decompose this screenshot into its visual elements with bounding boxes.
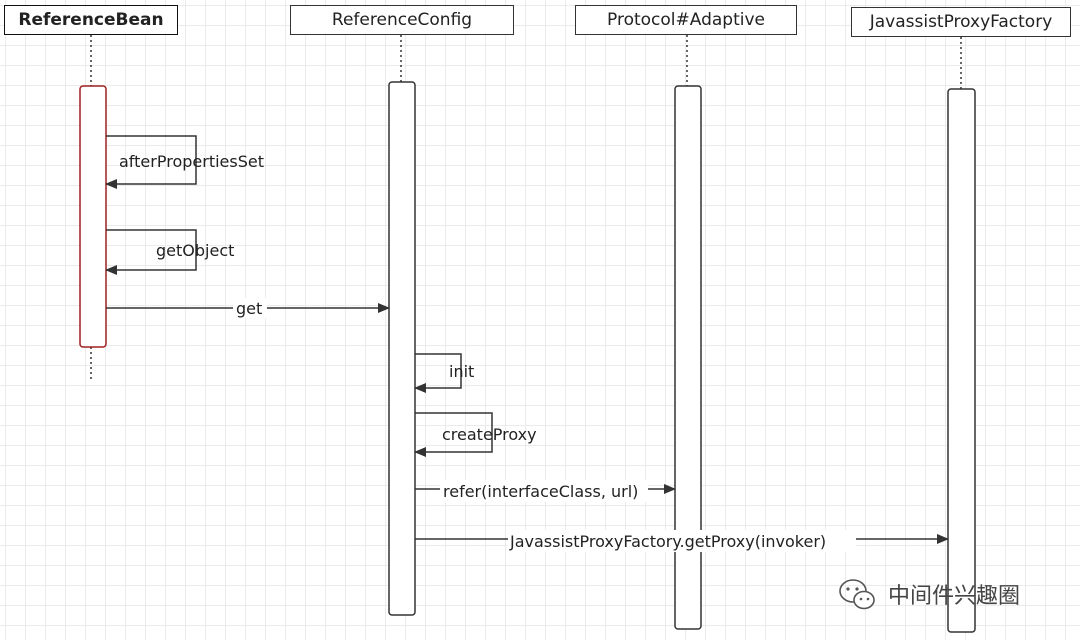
activation-bar-protocol-adaptive (674, 85, 702, 630)
participant-reference-bean: ReferenceBean (4, 5, 178, 35)
message-label-init: init (449, 362, 474, 381)
participant-protocol-adaptive: Protocol#Adaptive (575, 5, 797, 35)
message-label-bg-get (233, 298, 267, 318)
message-arrow-get-object (105, 229, 197, 275)
message-label-get-object: getObject (156, 241, 234, 260)
message-label-get: get (236, 299, 262, 318)
watermark-text: 中间件兴趣圈 (888, 584, 1020, 609)
message-arrow-create-proxy (414, 412, 493, 457)
message-label-create-proxy: createProxy (442, 425, 537, 444)
message-label-bg-refer (440, 480, 648, 502)
activation-bar-reference-bean (79, 85, 107, 348)
participant-javassist-proxy-factory: JavassistProxyFactory (851, 7, 1071, 37)
message-arrow-init (414, 353, 462, 393)
message-label-get-proxy: JavassistProxyFactory.getProxy(invoker) (509, 532, 826, 551)
message-label-after-properties-set: afterPropertiesSet (119, 152, 264, 171)
participant-reference-config: ReferenceConfig (290, 5, 514, 35)
activation-bar-reference-config (388, 81, 416, 616)
wechat-icon (839, 579, 875, 610)
message-arrow-after-properties-set (105, 135, 197, 189)
activation-bar-javassist-proxy-factory (947, 88, 976, 633)
message-label-refer: refer(interfaceClass, url) (443, 482, 638, 501)
message-label-bg-get-proxy (508, 530, 856, 552)
